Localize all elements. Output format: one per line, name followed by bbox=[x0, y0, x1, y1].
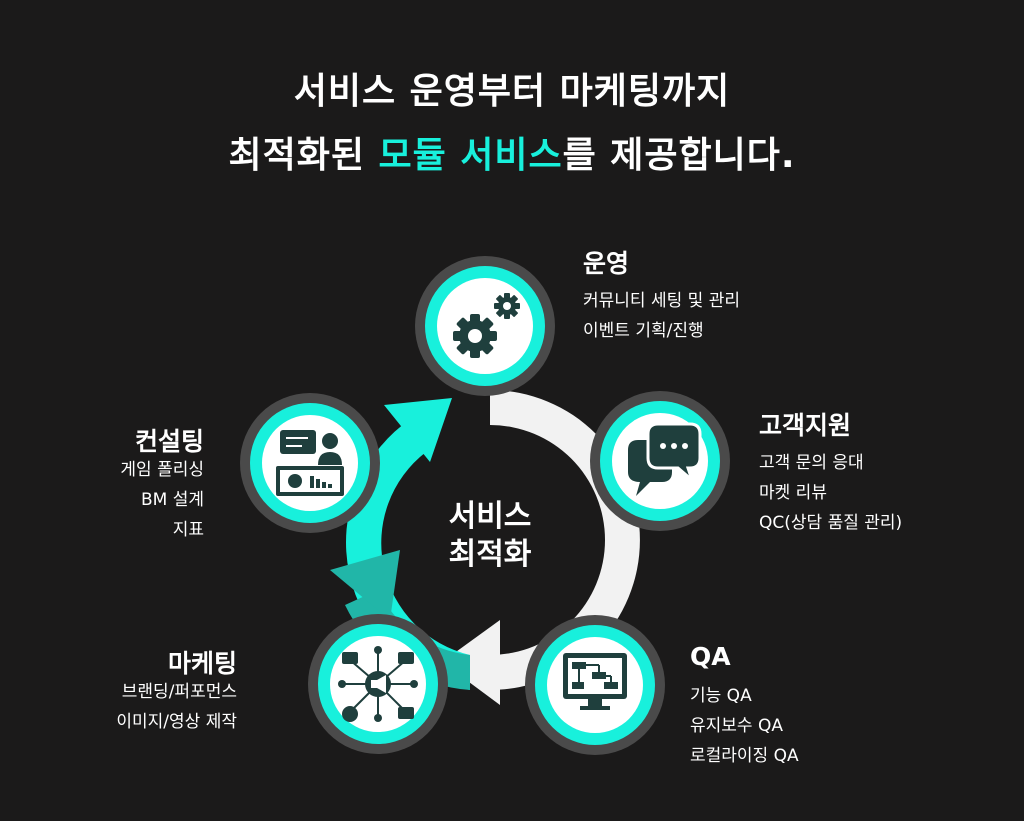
cycle-arrow-teal-dark bbox=[330, 550, 400, 620]
headline-line-2-post: 를 제공합니다. bbox=[562, 135, 796, 176]
node-support-desc: 고객 문의 응대 마켓 리뷰 QC(상담 품질 관리) bbox=[759, 448, 902, 538]
node-consulting-circle bbox=[240, 393, 380, 533]
headline-accent: 모듈 서비스 bbox=[378, 135, 563, 176]
node-operation-title: 운영 bbox=[583, 249, 630, 278]
node-support-item: 마켓 리뷰 bbox=[759, 483, 827, 503]
node-consulting-title: 컨설팅 bbox=[134, 427, 204, 456]
center-label-line-2: 최적화 bbox=[448, 537, 532, 572]
node-operation-item: 커뮤니티 세팅 및 관리 bbox=[583, 291, 740, 311]
node-support-title: 고객지원 bbox=[759, 411, 852, 440]
headline-line-2: 최적화된 모듈 서비스를 제공합니다. bbox=[0, 126, 1024, 178]
presenter-board-icon bbox=[276, 430, 344, 496]
monitor-flowchart-icon bbox=[563, 653, 627, 710]
node-operation-desc: 커뮤니티 세팅 및 관리 이벤트 기획/진행 bbox=[583, 286, 740, 346]
node-qa-item: 로컬라이징 QA bbox=[690, 746, 799, 766]
center-label-line-1: 서비스 bbox=[448, 499, 532, 534]
cycle-arrow-teal bbox=[384, 398, 452, 462]
node-consulting-item: BM 설계 bbox=[140, 490, 204, 510]
node-operation-item: 이벤트 기획/진행 bbox=[583, 321, 704, 341]
node-qa-item: 유지보수 QA bbox=[690, 716, 783, 736]
megaphone-network-icon bbox=[338, 646, 418, 722]
node-consulting-item: 게임 폴리싱 bbox=[120, 460, 204, 480]
node-support-item: 고객 문의 응대 bbox=[759, 453, 864, 473]
node-marketing-title: 마케팅 bbox=[167, 649, 237, 678]
node-consulting-item: 지표 bbox=[172, 520, 204, 540]
gears-icon bbox=[453, 293, 520, 358]
node-marketing-item: 이미지/영상 제작 bbox=[116, 712, 237, 732]
node-qa-item: 기능 QA bbox=[690, 686, 752, 706]
headline-line-1: 서비스 운영부터 마케팅까지 bbox=[293, 71, 731, 112]
node-consulting-desc: 게임 폴리싱 BM 설계 지표 bbox=[120, 455, 204, 545]
node-marketing-item: 브랜딩/퍼포먼스 bbox=[121, 682, 237, 702]
node-support-item: QC(상담 품질 관리) bbox=[759, 513, 903, 533]
center-label: 서비스 최적화 bbox=[420, 498, 560, 574]
node-qa-desc: 기능 QA 유지보수 QA 로컬라이징 QA bbox=[690, 681, 799, 771]
chat-bubbles-icon bbox=[628, 422, 702, 496]
headline-line-2-pre: 최적화된 bbox=[228, 135, 379, 176]
node-qa-title: QA bbox=[690, 642, 731, 671]
cycle-arrow-white bbox=[442, 620, 500, 705]
node-marketing-desc: 브랜딩/퍼포먼스 이미지/영상 제작 bbox=[116, 677, 237, 737]
